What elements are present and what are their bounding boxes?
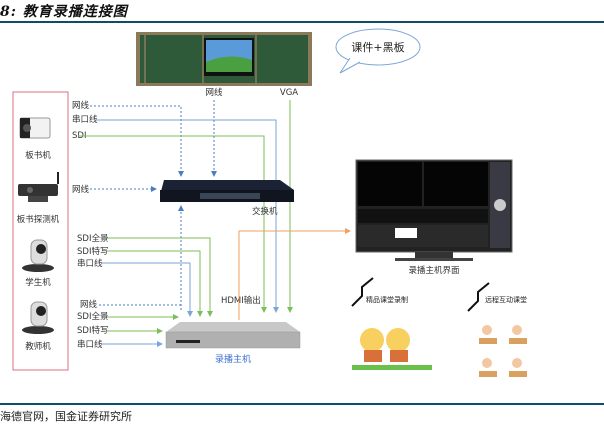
blackboard bbox=[136, 32, 312, 86]
bubble-text: 课件+黑板 bbox=[351, 40, 404, 54]
ptz-camera-icon bbox=[22, 301, 54, 334]
conn-label: 串口线 bbox=[72, 114, 98, 125]
serial-line bbox=[94, 119, 279, 313]
bottom-rule bbox=[0, 403, 604, 405]
signal-icon bbox=[467, 282, 490, 312]
device-group-box bbox=[12, 91, 69, 371]
conn-label: SDI全景 bbox=[77, 311, 108, 322]
box-camera-icon bbox=[19, 117, 51, 139]
sdi-line bbox=[107, 237, 213, 317]
conn-label: 网线 bbox=[72, 100, 90, 111]
conn-label: 网线 bbox=[80, 299, 98, 310]
board-network-label: 网线 bbox=[205, 87, 223, 98]
hdmi-label: HDMI输出 bbox=[221, 295, 261, 306]
conn-label: SDI特写 bbox=[77, 325, 108, 336]
speech-bubble: 课件+黑板 bbox=[335, 28, 421, 74]
conn-label: 串口线 bbox=[77, 339, 103, 350]
detector-camera-icon bbox=[18, 172, 59, 202]
hdmi-line bbox=[238, 228, 351, 320]
figure-title: 8: 教育录播连接图 bbox=[0, 4, 128, 20]
students-at-desks-icon bbox=[479, 325, 527, 377]
app-label: 精品课堂录制 bbox=[366, 295, 408, 304]
serial-line bbox=[102, 262, 193, 317]
signal-icon bbox=[351, 277, 374, 307]
remote-classroom-application: 远程互动课堂 bbox=[467, 282, 527, 377]
monitor-label: 录播主机界面 bbox=[408, 265, 460, 276]
source-note: 海德官网，国金证券研究所 bbox=[0, 410, 132, 423]
vga-label: VGA bbox=[280, 88, 298, 98]
sdi-line bbox=[107, 250, 203, 317]
device-label-board: 板书机 bbox=[25, 150, 51, 161]
network-line bbox=[90, 105, 184, 177]
ptz-camera-icon bbox=[22, 239, 54, 272]
sdi-line bbox=[78, 135, 267, 313]
device-label-student: 学生机 bbox=[25, 277, 51, 288]
conn-label: SDI特写 bbox=[77, 246, 108, 257]
conn-label: 网线 bbox=[72, 184, 90, 195]
recorder-interface-monitor bbox=[355, 159, 513, 261]
top-rule bbox=[0, 21, 604, 23]
device-label-detector: 板书探测机 bbox=[17, 214, 60, 225]
switch-label: 交换机 bbox=[252, 206, 278, 217]
app-label: 远程互动课堂 bbox=[485, 295, 527, 304]
network-switch bbox=[160, 180, 294, 202]
conn-label: 串口线 bbox=[77, 258, 103, 269]
student-reading-icon bbox=[360, 328, 384, 352]
device-label-teacher: 教师机 bbox=[25, 341, 51, 352]
recording-application: 精品课堂录制 bbox=[351, 277, 432, 370]
conn-label: SDI全景 bbox=[77, 233, 108, 244]
recorder-host bbox=[165, 322, 301, 349]
recorder-label: 录播主机 bbox=[215, 353, 251, 365]
